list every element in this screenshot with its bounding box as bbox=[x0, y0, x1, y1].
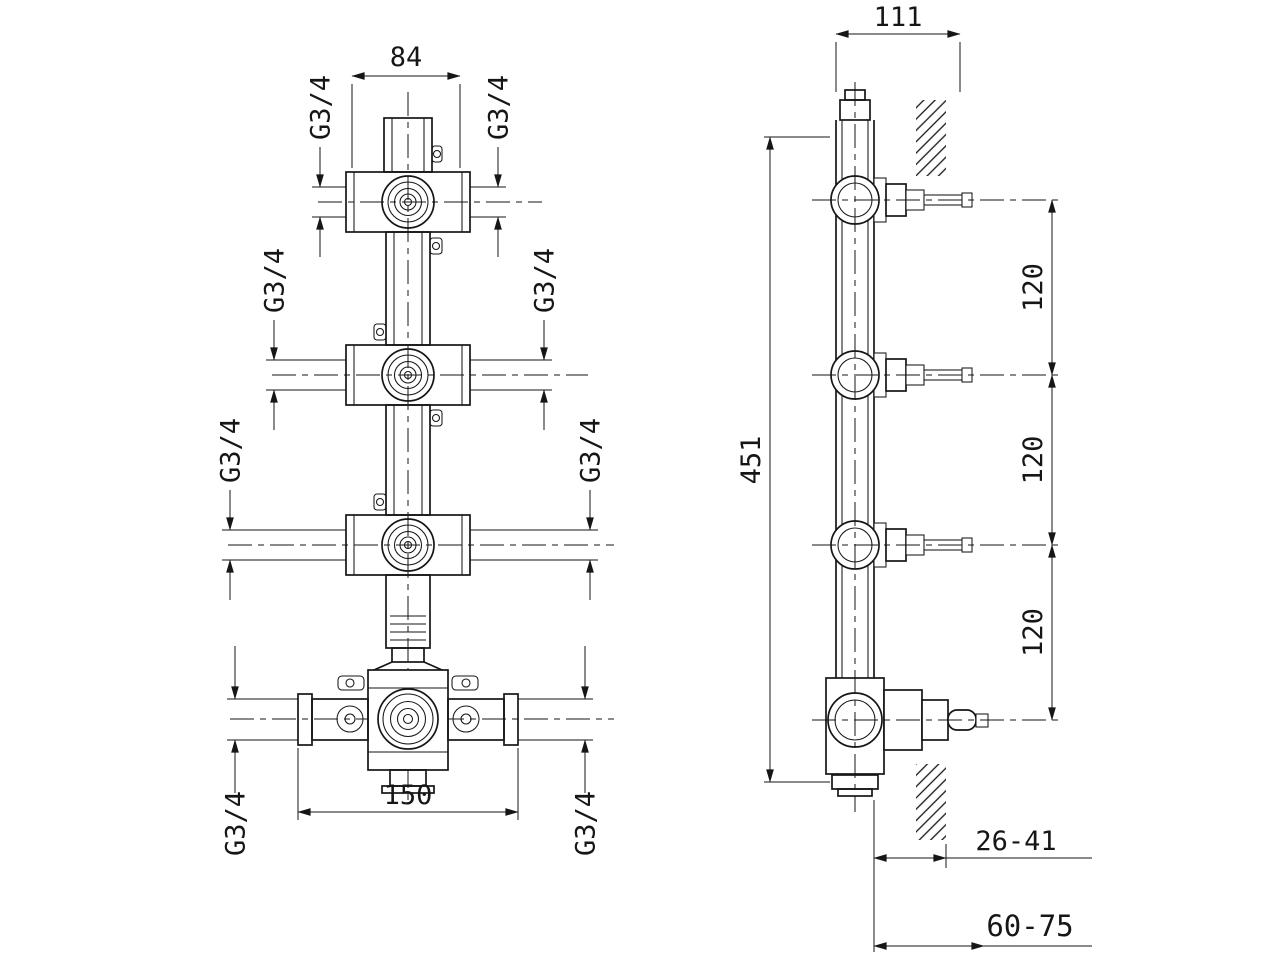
dim-label-g34-bottom-right: G3/4 bbox=[571, 791, 602, 856]
side-view: 111 451 120 120 120 26-41 bbox=[736, 2, 1092, 952]
dim-label-150: 150 bbox=[384, 780, 433, 811]
dim-label-120-2: 120 bbox=[1018, 436, 1049, 485]
side-centerlines bbox=[812, 82, 1062, 812]
side-dim-wall-depth: 26-41 bbox=[873, 800, 1092, 952]
dim-label-84: 84 bbox=[390, 42, 423, 73]
dim-label-g34-mid-right: G3/4 bbox=[530, 248, 561, 313]
side-port-bottom bbox=[825, 677, 989, 775]
dim-label-60-75: 60-75 bbox=[986, 909, 1073, 943]
front-body-column bbox=[373, 231, 443, 346]
front-dim-g34-lower-right: G3/4 bbox=[470, 418, 607, 600]
dim-label-120-3: 120 bbox=[1018, 608, 1049, 657]
front-dim-g34-mid-right: G3/4 bbox=[470, 248, 561, 430]
front-dim-g34-top-left: G3/4 bbox=[306, 75, 346, 257]
dim-label-g34-bottom-left: G3/4 bbox=[221, 791, 252, 856]
wall-section-hatch-top bbox=[916, 100, 946, 176]
wall-section-hatch-bottom bbox=[916, 764, 946, 840]
side-dim-depth: 111 bbox=[835, 2, 961, 92]
dim-label-120-1: 120 bbox=[1018, 263, 1049, 312]
side-dim-spacing: 120 120 120 bbox=[1018, 199, 1056, 721]
dim-label-g34-top-right: G3/4 bbox=[484, 75, 515, 140]
front-dim-bottom-width: 150 bbox=[297, 748, 519, 820]
front-neck bbox=[373, 574, 443, 671]
dim-label-26-41: 26-41 bbox=[975, 826, 1056, 857]
front-view: 84 150 G3/4 G3/4 bbox=[216, 42, 614, 856]
front-dim-g34-top-right: G3/4 bbox=[470, 75, 515, 257]
front-mixer-body bbox=[297, 669, 519, 794]
front-dim-g34-mid-left: G3/4 bbox=[260, 248, 346, 430]
front-dim-g34-lower-left: G3/4 bbox=[216, 418, 346, 600]
dim-label-g34-lower-right: G3/4 bbox=[576, 418, 607, 483]
dim-label-g34-mid-left: G3/4 bbox=[260, 248, 291, 313]
dim-label-111: 111 bbox=[874, 2, 923, 33]
front-valve-top bbox=[345, 171, 471, 233]
dim-label-451: 451 bbox=[736, 436, 767, 485]
side-dim-install-depth: 60-75 bbox=[873, 909, 1092, 950]
dim-label-g34-top-left: G3/4 bbox=[306, 75, 337, 140]
front-dim-g34-bottom-right: G3/4 bbox=[518, 646, 602, 856]
front-dim-g34-bottom-left: G3/4 bbox=[221, 646, 298, 856]
side-dim-height: 451 bbox=[736, 136, 830, 783]
front-valve-middle bbox=[345, 344, 471, 406]
dim-label-g34-lower-left: G3/4 bbox=[216, 418, 247, 483]
front-dim-top-width: 84 bbox=[351, 42, 461, 168]
front-top-cap bbox=[383, 117, 443, 173]
